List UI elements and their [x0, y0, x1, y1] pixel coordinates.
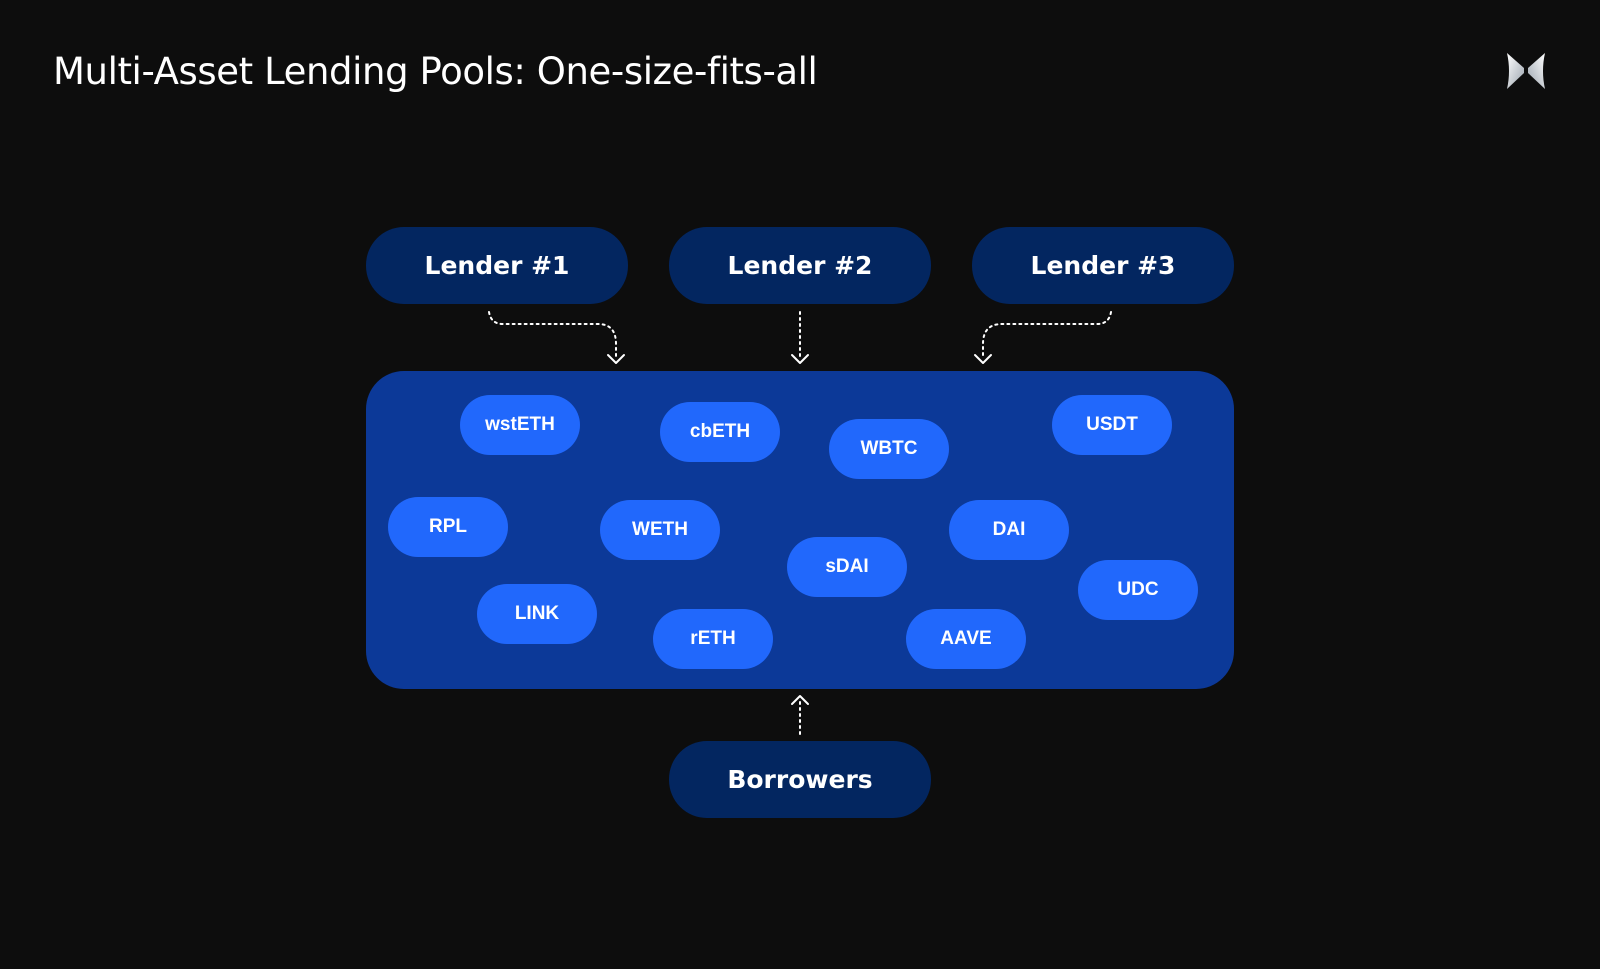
asset-label: UDC	[1117, 579, 1159, 600]
asset-chip-aave: AAVE	[906, 609, 1026, 669]
borrowers-node: Borrowers	[669, 741, 931, 818]
asset-chip-wsteth: wstETH	[460, 395, 580, 455]
asset-label: RPL	[429, 516, 467, 537]
lender-label: Lender #2	[727, 251, 873, 280]
asset-chip-usdt: USDT	[1052, 395, 1172, 455]
asset-label: WETH	[632, 519, 688, 540]
asset-chip-link: LINK	[477, 584, 597, 644]
asset-chip-sdai: sDAI	[787, 537, 907, 597]
arrow-down-icon	[974, 354, 992, 364]
asset-label: DAI	[992, 519, 1026, 540]
butterfly-logo-icon	[1507, 53, 1545, 89]
asset-label: AAVE	[940, 628, 992, 649]
asset-label: sDAI	[825, 556, 869, 577]
lender-node-3: Lender #3	[972, 227, 1234, 304]
asset-chip-udc: UDC	[1078, 560, 1198, 620]
lender-node-2: Lender #2	[669, 227, 931, 304]
asset-label: LINK	[514, 603, 560, 624]
slide-title: Multi-Asset Lending Pools: One-size-fits…	[53, 50, 818, 93]
asset-chip-cbeth: cbETH	[660, 402, 780, 462]
asset-label: cbETH	[689, 421, 751, 442]
asset-label: USDT	[1086, 414, 1138, 435]
lender-1-to-pool-connector	[488, 311, 617, 360]
arrow-up-icon	[791, 695, 809, 705]
lender-label: Lender #1	[424, 251, 570, 280]
arrow-down-icon	[791, 354, 809, 364]
asset-chip-dai: DAI	[949, 500, 1069, 560]
asset-label: wstETH	[485, 414, 555, 435]
asset-chip-rpl: RPL	[388, 497, 508, 557]
asset-chip-wbtc: WBTC	[829, 419, 949, 479]
borrowers-label: Borrowers	[727, 765, 873, 794]
lender-3-to-pool-connector	[982, 311, 1112, 360]
lender-node-1: Lender #1	[366, 227, 628, 304]
asset-chip-reth: rETH	[653, 609, 773, 669]
lender-label: Lender #3	[1030, 251, 1176, 280]
asset-label: WBTC	[860, 438, 918, 459]
asset-label: rETH	[690, 628, 736, 649]
asset-chip-weth: WETH	[600, 500, 720, 560]
arrow-down-icon	[607, 354, 625, 364]
